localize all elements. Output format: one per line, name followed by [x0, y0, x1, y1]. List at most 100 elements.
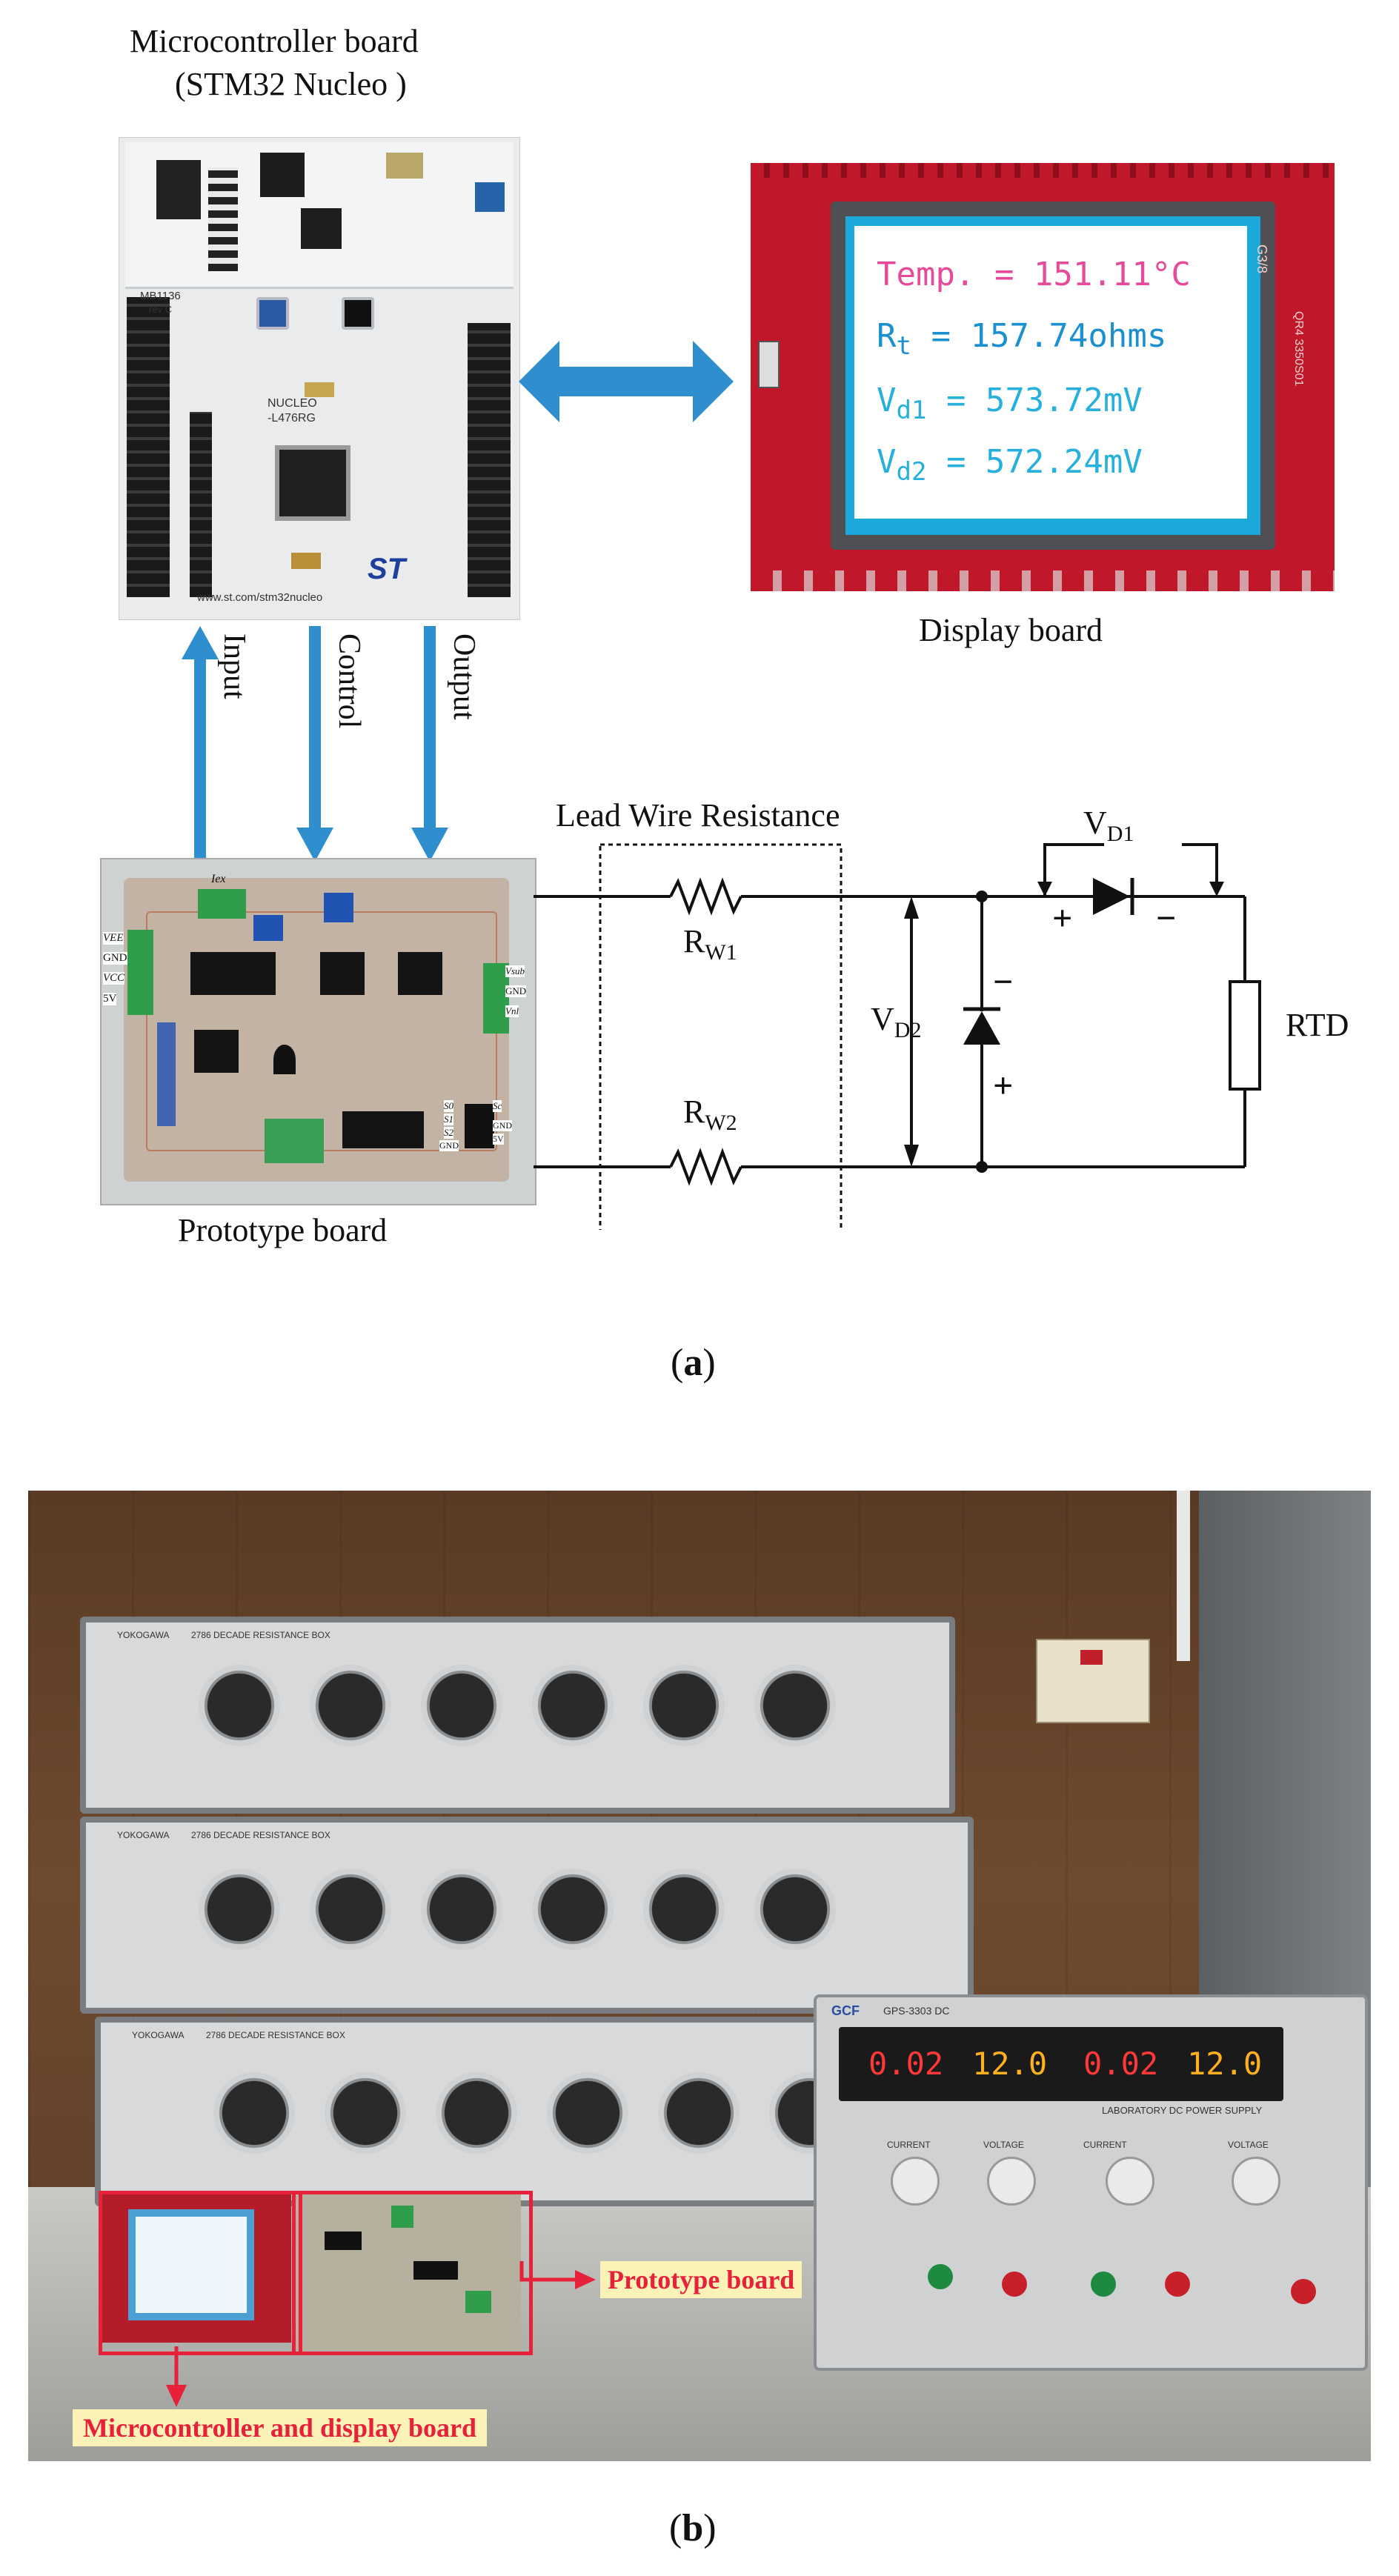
- display-label: Display board: [919, 612, 1103, 648]
- output-label: Output: [447, 633, 481, 720]
- decade-knob[interactable]: [643, 1665, 725, 1746]
- d1-minus-sign: −: [1156, 899, 1177, 938]
- mcu-label-model: -L476RG: [267, 412, 316, 425]
- prototype-label: Prototype board: [178, 1212, 388, 1248]
- input-label: Input: [217, 633, 251, 699]
- decade-brand-1: YOKOGAWA: [117, 1630, 170, 1640]
- proto-pin-5v: 5V: [103, 993, 117, 1005]
- decade-knob[interactable]: [199, 1868, 280, 1950]
- proto-pin-s2: S2: [444, 1127, 453, 1139]
- decade-knob[interactable]: [754, 1868, 836, 1950]
- d2-minus-sign: −: [993, 962, 1014, 1002]
- decade-knob[interactable]: [213, 2072, 295, 2154]
- control-label: Control: [332, 633, 366, 729]
- decade-knob[interactable]: [310, 1665, 391, 1746]
- decade-knob[interactable]: [436, 2072, 517, 2154]
- psu-control-label-1: CURRENT: [887, 2140, 931, 2150]
- display-vd1: Vd1 = 573.72mV: [877, 382, 1143, 425]
- psu-brand: GCF: [831, 2003, 860, 2018]
- decade-knob[interactable]: [532, 1665, 614, 1746]
- decade-label-2: 2786 DECADE RESISTANCE BOX: [191, 1830, 330, 1840]
- lab-setup-photo: YOKOGAWA 2786 DECADE RESISTANCE BOX YOKO…: [28, 1491, 1371, 2461]
- psu-knob-3[interactable]: [1106, 2157, 1154, 2206]
- decade-knob[interactable]: [754, 1665, 836, 1746]
- proto-callout-box: [292, 2191, 533, 2355]
- caption-a: (a): [671, 1342, 716, 1384]
- psu-terminal-red-3[interactable]: [1291, 2279, 1316, 2304]
- decade-brand-3: YOKOGAWA: [132, 2030, 185, 2040]
- psu-terminal-red-2[interactable]: [1165, 2272, 1190, 2297]
- psu-terminal-green-2[interactable]: [1091, 2272, 1116, 2297]
- proto-pin-gnd2: GND: [505, 985, 527, 997]
- proto-pin-vee: VEE: [103, 932, 124, 945]
- psu-control-label-4: VOLTAGE: [1228, 2140, 1269, 2150]
- rw1-label: RW1: [683, 923, 737, 965]
- psu-readout-1: 0.02: [868, 2046, 944, 2082]
- decade-knob[interactable]: [658, 2072, 740, 2154]
- decade-knob[interactable]: [325, 2072, 406, 2154]
- input-arrow: [182, 626, 219, 863]
- psu-readout-4: 12.0: [1187, 2046, 1263, 2082]
- psu-control-label-3: CURRENT: [1083, 2140, 1127, 2150]
- proto-pin-vcc: VCC: [103, 972, 125, 985]
- display-board-photo: Temp. = 151.11°C Rt = 157.74ohms Vd1 = 5…: [751, 163, 1335, 591]
- mcu-label-url: www.st.com/stm32nucleo: [197, 591, 323, 604]
- proto-callout-arrow: [519, 2261, 596, 2289]
- decade-knob[interactable]: [199, 1665, 280, 1746]
- proto-pin-s1: S1: [444, 1114, 453, 1125]
- rw2-label: RW2: [683, 1094, 737, 1135]
- psu-knob-1[interactable]: [891, 2157, 940, 2206]
- display-vd2: Vd2 = 572.24mV: [877, 443, 1143, 487]
- decade-brand-2: YOKOGAWA: [117, 1830, 170, 1840]
- mcu-callout-arrow: [166, 2346, 187, 2407]
- decade-label-3: 2786 DECADE RESISTANCE BOX: [206, 2030, 345, 2040]
- mcu-title-line1: Microcontroller board: [130, 23, 419, 59]
- psu-readout-2: 12.0: [972, 2046, 1048, 2082]
- mcu-callout-label: Microcontroller and display board: [73, 2409, 488, 2446]
- vd1-label: VD1: [1083, 805, 1134, 846]
- decade-knob[interactable]: [532, 1868, 614, 1950]
- mcu-label-rev: rev C: [149, 304, 173, 315]
- decade-knob[interactable]: [421, 1665, 502, 1746]
- psu-readout-3: 0.02: [1083, 2046, 1159, 2082]
- power-supply: GCF GPS-3303 DC 0.02 12.0 0.02 12.0 LABO…: [814, 1994, 1368, 2371]
- mcu-label-brand: ST: [368, 553, 406, 585]
- mcu-title-line2: (STM32 Nucleo ): [175, 66, 407, 102]
- psu-control-label-2: VOLTAGE: [983, 2140, 1024, 2150]
- proto-pin-s0: S0: [444, 1100, 453, 1112]
- prototype-board-photo: Iex VEE GND VCC 5V Vsub GND Vnl S0 S1 S2…: [100, 858, 536, 1205]
- psu-terminal-red-1[interactable]: [1002, 2272, 1027, 2297]
- mcu-label-nucleo: NUCLEO: [267, 397, 317, 410]
- decade-label-1: 2786 DECADE RESISTANCE BOX: [191, 1630, 330, 1640]
- proto-pin-sc: Sc: [493, 1100, 502, 1112]
- rtd-label: RTD: [1286, 1007, 1349, 1043]
- display-pcb-g3: G3/8: [1255, 244, 1269, 274]
- display-pcb-qr4: QR4 3350S01: [1292, 311, 1305, 387]
- proto-pin-iex: Iex: [211, 873, 226, 885]
- decade-knob[interactable]: [643, 1868, 725, 1950]
- lead-wire-label: Lead Wire Resistance: [556, 797, 840, 833]
- decade-knob[interactable]: [547, 2072, 628, 2154]
- psu-caption: LABORATORY DC POWER SUPPLY: [1102, 2105, 1263, 2116]
- proto-pin-vnl: Vnl: [505, 1005, 519, 1017]
- psu-model: GPS-3303 DC: [883, 2005, 950, 2017]
- bidirectional-arrow: [519, 341, 734, 422]
- proto-callout-label: Prototype board: [600, 2261, 802, 2298]
- mcu-callout-box: [99, 2191, 302, 2355]
- mcu-label-mb: MB1136: [140, 290, 181, 302]
- proto-pin-gnd: GND: [103, 952, 127, 965]
- decade-knob[interactable]: [310, 1868, 391, 1950]
- caption-b: (b): [669, 2507, 717, 2549]
- d1-plus-sign: +: [1052, 899, 1073, 938]
- proto-pin-5v2: 5V: [493, 1134, 504, 1145]
- vd2-label: VD2: [871, 1001, 922, 1042]
- display-rt: Rt = 157.74ohms: [877, 317, 1167, 361]
- output-arrow: [411, 626, 448, 862]
- rtd-circuit-schematic: [534, 843, 1261, 1230]
- decade-knob[interactable]: [421, 1868, 502, 1950]
- psu-knob-4[interactable]: [1232, 2157, 1280, 2206]
- control-arrow: [296, 626, 333, 862]
- psu-knob-2[interactable]: [987, 2157, 1036, 2206]
- mcu-board-photo: MB1136 rev C NUCLEO -L476RG www.st.com/s…: [119, 137, 520, 620]
- psu-terminal-green-1[interactable]: [928, 2264, 953, 2289]
